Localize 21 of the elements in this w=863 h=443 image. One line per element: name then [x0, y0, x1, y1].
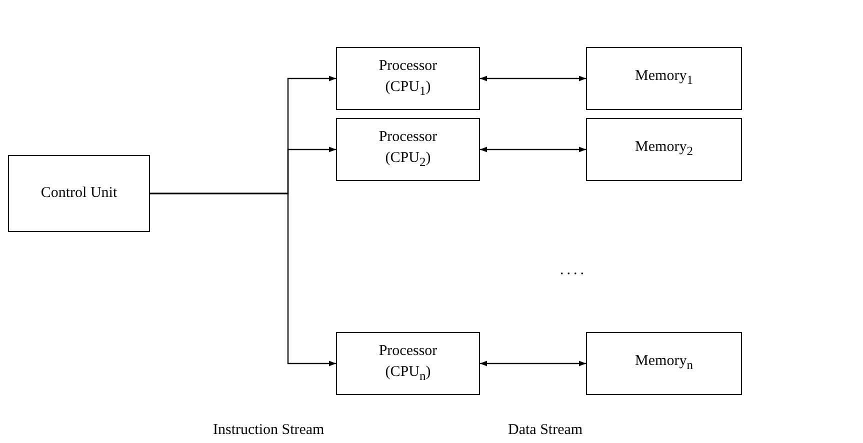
processor-box — [336, 332, 480, 395]
node-label: Processor (CPU$_{n}$) — [378, 342, 438, 384]
node-label: Processor (CPU$_{2}$) — [378, 128, 438, 170]
stream-label: Instruction Stream — [213, 422, 324, 439]
processor-box — [336, 118, 480, 181]
processor-box — [336, 47, 480, 110]
double-arrow — [480, 76, 586, 82]
double-arrow — [480, 360, 586, 366]
arrow — [150, 192, 336, 366]
node-label: Processor (CPU$_{1}$) — [378, 56, 438, 100]
memory-box — [586, 118, 742, 181]
node-label: Memory$_{n}$ — [635, 352, 693, 374]
stream-label: Data Stream — [508, 422, 583, 439]
double-arrow — [480, 146, 586, 152]
node-label: Memory$_{1}$ — [635, 67, 693, 89]
memory-box — [586, 47, 742, 110]
ellipsis: .... — [560, 262, 587, 279]
control-unit-box — [8, 155, 150, 232]
node-label: Control Unit — [40, 184, 118, 203]
memory-box — [586, 332, 742, 395]
node-label: Memory$_{2}$ — [635, 138, 693, 160]
